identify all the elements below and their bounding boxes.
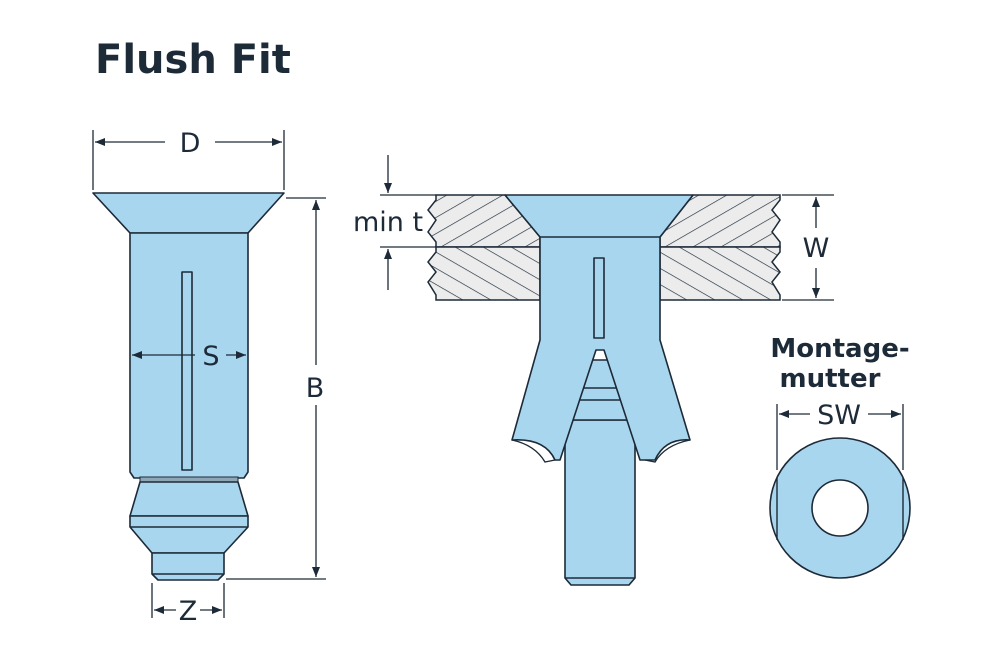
label-sw: SW (817, 400, 861, 431)
dimension-d: D (92, 128, 285, 190)
label-s: S (202, 341, 219, 372)
rivet-nut-side-view (92, 192, 285, 581)
label-d: D (180, 128, 201, 159)
dimension-z: Z (151, 583, 225, 627)
label-b: B (306, 373, 325, 404)
nut-label-line2: mutter (780, 364, 881, 394)
dimension-min-t: min t (353, 155, 436, 290)
title: Flush Fit (95, 37, 291, 83)
label-w: W (803, 233, 830, 264)
mounting-nut (769, 437, 911, 579)
dimension-b: B (226, 197, 326, 580)
dimension-w: W (782, 194, 834, 301)
dimension-s: S (132, 341, 246, 372)
label-min-t: min t (353, 207, 423, 238)
nut-label-line1: Montage- (770, 334, 909, 364)
label-z: Z (179, 596, 198, 627)
rivet-nut-installed (504, 194, 694, 586)
dimension-sw: SW (776, 400, 904, 470)
